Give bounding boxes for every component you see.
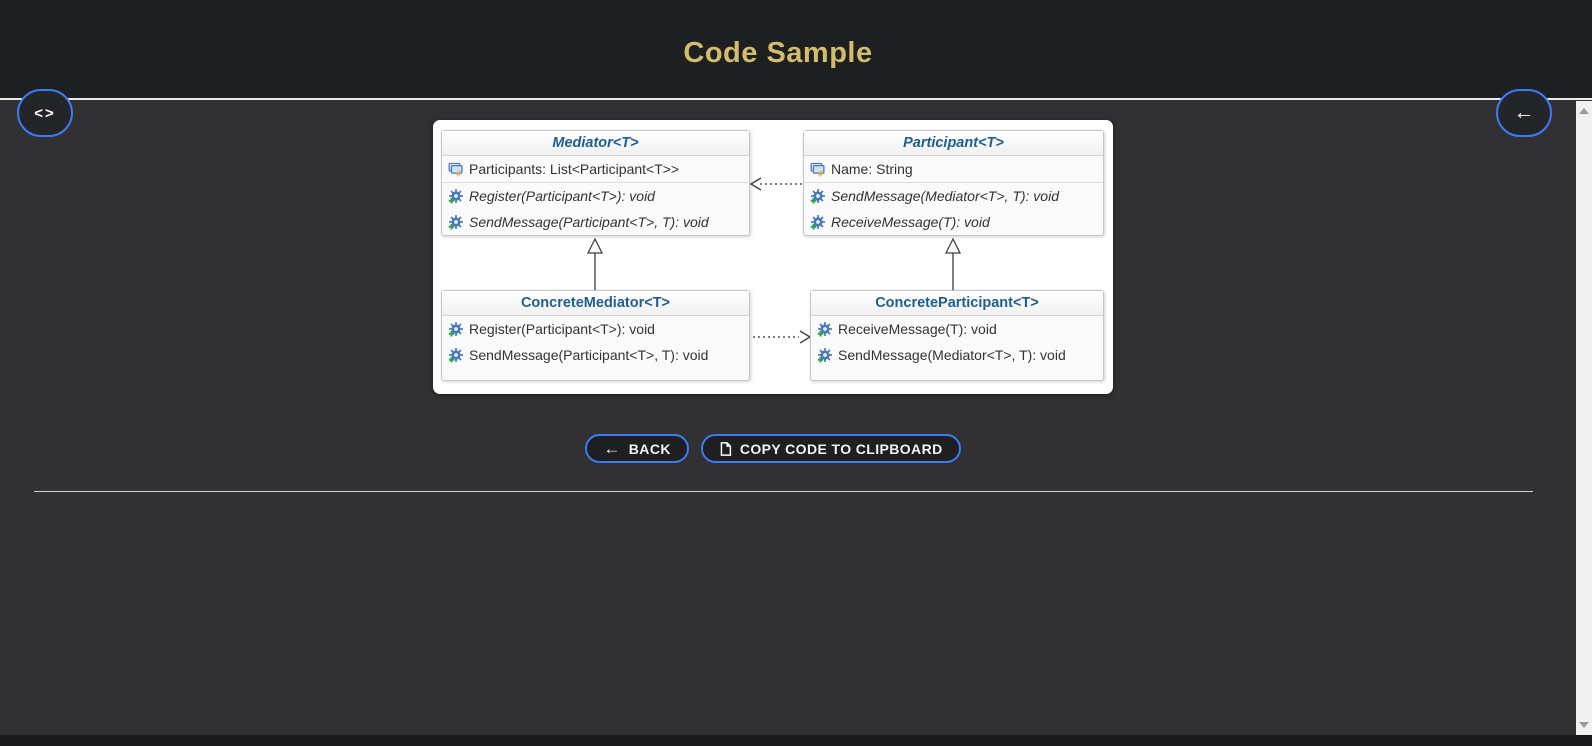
method-text: ReceiveMessage(T): void (838, 321, 997, 337)
method-icon (448, 189, 463, 204)
copy-code-button[interactable]: COPY CODE TO CLIPBOARD (700, 434, 961, 463)
page-title: Code Sample (683, 37, 873, 69)
back-arrow-icon: ← (603, 439, 621, 458)
back-button[interactable]: ← BACK (585, 434, 689, 463)
uml-method-row: SendMessage(Mediator<T>, T): void (804, 183, 1103, 209)
uml-method-row: SendMessage(Participant<T>, T): void (442, 209, 749, 235)
method-icon (817, 322, 832, 337)
header-bar: Code Sample (0, 0, 1592, 100)
field-text: Participants: List<Participant<T>> (469, 161, 680, 177)
method-icon (810, 215, 825, 230)
field-icon: # (810, 162, 825, 177)
horizontal-divider (34, 491, 1533, 492)
uml-class-mediator: Mediator<T> # Participants: List<Partici… (441, 130, 750, 236)
scroll-down-icon[interactable] (1579, 722, 1589, 728)
method-text: SendMessage(Participant<T>, T): void (469, 214, 709, 230)
document-icon (720, 441, 731, 456)
method-text: SendMessage(Mediator<T>, T): void (838, 347, 1066, 363)
field-text: Name: String (831, 161, 913, 177)
method-icon (448, 348, 463, 363)
uml-method-row: ReceiveMessage(T): void (804, 209, 1103, 235)
uml-method-row: Register(Participant<T>): void (442, 183, 749, 209)
svg-text:#: # (818, 168, 823, 177)
class-title: Participant<T> (804, 131, 1103, 156)
field-icon: # (448, 162, 463, 177)
method-icon (817, 348, 832, 363)
class-title: ConcreteParticipant<T> (811, 291, 1103, 316)
class-title: Mediator<T> (442, 131, 749, 156)
view-code-button[interactable]: <> (17, 89, 73, 137)
uml-method-row: Register(Participant<T>): void (442, 316, 749, 342)
uml-method-row: SendMessage(Participant<T>, T): void (442, 342, 749, 368)
uml-field-row: # Participants: List<Participant<T>> (442, 156, 749, 182)
uml-field-row: # Name: String (804, 156, 1103, 182)
action-buttons-row: ← BACK COPY CODE TO CLIPBOARD (0, 434, 1546, 463)
method-text: SendMessage(Participant<T>, T): void (469, 347, 709, 363)
svg-text:#: # (456, 168, 461, 177)
uml-method-row: ReceiveMessage(T): void (811, 316, 1103, 342)
uml-connectors (586, 177, 962, 344)
method-icon (448, 322, 463, 337)
code-icon: <> (34, 104, 56, 122)
vertical-scrollbar[interactable] (1576, 101, 1592, 735)
method-icon (810, 189, 825, 204)
back-arrow-icon: ← (1513, 101, 1535, 124)
uml-method-row: SendMessage(Mediator<T>, T): void (811, 342, 1103, 368)
back-circle-button[interactable]: ← (1496, 89, 1552, 137)
scroll-up-icon[interactable] (1579, 108, 1589, 114)
uml-diagram-panel: Mediator<T> # Participants: List<Partici… (433, 120, 1113, 394)
uml-class-concrete-mediator: ConcreteMediator<T> Register(Participant… (441, 290, 750, 381)
bottom-bar (0, 735, 1592, 746)
uml-class-concrete-participant: ConcreteParticipant<T> ReceiveMessage(T)… (810, 290, 1104, 381)
method-text: ReceiveMessage(T): void (831, 214, 990, 230)
method-text: Register(Participant<T>): void (469, 321, 655, 337)
copy-code-button-label: COPY CODE TO CLIPBOARD (739, 440, 943, 457)
back-button-label: BACK (628, 440, 671, 457)
method-icon (448, 215, 463, 230)
class-title: ConcreteMediator<T> (442, 291, 749, 316)
uml-class-participant: Participant<T> # Name: String SendMe (803, 130, 1104, 236)
method-text: SendMessage(Mediator<T>, T): void (831, 188, 1059, 204)
method-text: Register(Participant<T>): void (469, 188, 655, 204)
